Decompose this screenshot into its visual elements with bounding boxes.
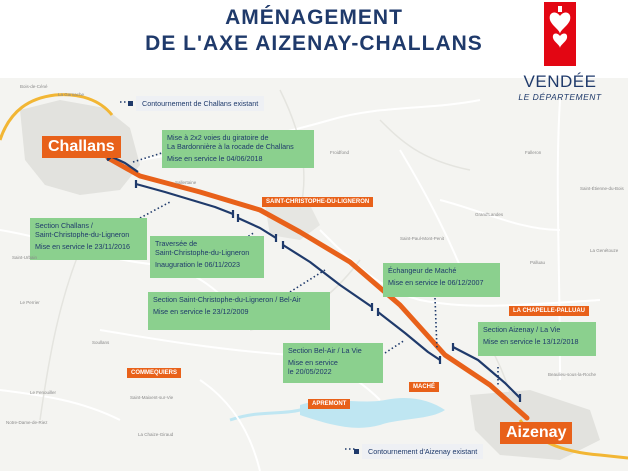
town-label-commequiers: COMMEQUIERS — [127, 368, 182, 378]
bracket-aizenay-la-vie — [452, 346, 521, 399]
section-box-mache-interchange: Échangeur de Maché Mise en service le 06… — [383, 263, 500, 297]
map-place: Saint-Étienne-du-Bois — [580, 186, 624, 191]
map-place: Saint-Maixent-sur-Vie — [130, 395, 174, 400]
bracket-bel-air-la-vie — [377, 311, 441, 361]
section-title: Section Aizenay / La Vie — [483, 325, 561, 334]
page-title-line-1: AMÉNAGEMENT — [225, 6, 403, 29]
vendee-hearts-logo-icon — [544, 2, 576, 66]
challans-bypass-label: Contournement de Challans existant — [127, 96, 265, 111]
section-title: Traversée de Saint-Christophe-du-Lignero… — [155, 239, 250, 258]
map-place: Saint-Urbain — [12, 255, 38, 260]
section-service-date: Mise en service le 06/12/2007 — [388, 278, 484, 288]
page-title-line-2: DE L'AXE AIZENAY-CHALLANS — [145, 32, 483, 55]
city-label-aizenay: Aizenay — [500, 422, 573, 444]
bracket-ticks — [134, 180, 522, 402]
section-box-saint-christophe-bel-air: Section Saint-Christophe-du-Ligneron / B… — [148, 292, 330, 330]
section-title: Section Saint-Christophe-du-Ligneron / B… — [153, 295, 301, 304]
section-service-date: Mise en service le 13/12/2018 — [483, 337, 579, 347]
vendee-logo: VENDÉE LE DÉPARTEMENT — [518, 2, 602, 106]
map-place: Le Fenouiller — [30, 390, 57, 395]
town-label-la-chapelle-palluau: LA CHAPELLE-PALLUAU — [509, 306, 589, 316]
town-label-apremont: APREMONT — [308, 399, 351, 409]
map-place: La Chaize-Giraud — [138, 432, 174, 437]
map-place: Beaulieu-sous-la-Roche — [548, 372, 597, 377]
section-title: Échangeur de Maché — [388, 266, 457, 275]
section-box-bel-air-la-vie: Section Bel-Air / La Vie Mise en service… — [283, 343, 383, 383]
section-title: Mise à 2x2 voies du giratoire de La Bard… — [167, 133, 294, 152]
map-place: Falleron — [525, 150, 542, 155]
challans-bypass-road — [0, 93, 114, 141]
axis-aizenay-challans-road — [105, 155, 530, 421]
river-vie — [229, 407, 371, 427]
map-place: Soullans — [92, 340, 110, 345]
section-box-aizenay-la-vie: Section Aizenay / La Vie Mise en service… — [478, 322, 596, 356]
header-background — [0, 0, 628, 78]
section-title: Section Challans / Saint-Christophe-du-L… — [35, 221, 130, 240]
section-box-saint-christophe-crossing: Traversée de Saint-Christophe-du-Lignero… — [150, 236, 264, 278]
bracket-saint-christophe-bel-air — [282, 244, 373, 308]
section-service-date: Mise en service le 20/05/2022 — [288, 358, 338, 377]
map-place: Grand'Landes — [475, 212, 504, 217]
logo-name: VENDÉE — [523, 72, 597, 91]
section-service-date: Mise en service le 23/11/2016 — [35, 242, 130, 252]
section-box-bardonniere: Mise à 2x2 voies du giratoire de La Bard… — [162, 130, 314, 168]
map-place: La Genétouze — [590, 248, 619, 253]
bracket-challans-saint-christophe — [135, 182, 234, 216]
city-label-challans: Challans — [42, 136, 121, 158]
section-service-date: Inauguration le 06/11/2023 — [155, 260, 240, 270]
map-place: Sallertaine — [175, 180, 197, 185]
map-place: La Garnache — [58, 92, 85, 97]
saint-christophe-urban-area — [265, 205, 320, 240]
map-place: Notre-Dame-de-Riez — [6, 420, 48, 425]
map-place: Palluau — [530, 260, 546, 265]
logo-subtitle: LE DÉPARTEMENT — [518, 92, 602, 102]
map-place: Froidfond — [330, 150, 350, 155]
section-service-date: Mise en service le 23/12/2009 — [153, 307, 249, 317]
section-title: Section Bel-Air / La Vie — [288, 346, 362, 355]
aizenay-bypass-label: Contournement d'Aizenay existant — [353, 444, 484, 459]
section-box-challans-saint-christophe: Section Challans / Saint-Christophe-du-L… — [30, 218, 147, 260]
map-place: Saint-Paul-Mont-Penit — [400, 236, 445, 241]
map-place: Le Perrier — [20, 300, 40, 305]
town-label-mache: MACHÉ — [409, 382, 439, 392]
town-label-saint-christophe: SAINT-CHRISTOPHE-DU-LIGNERON — [262, 197, 374, 207]
map-place: Bois-de-Céné — [20, 84, 48, 89]
bracket-saint-christophe-crossing — [237, 216, 277, 239]
section-service-date: Mise en service le 04/06/2018 — [167, 154, 263, 164]
